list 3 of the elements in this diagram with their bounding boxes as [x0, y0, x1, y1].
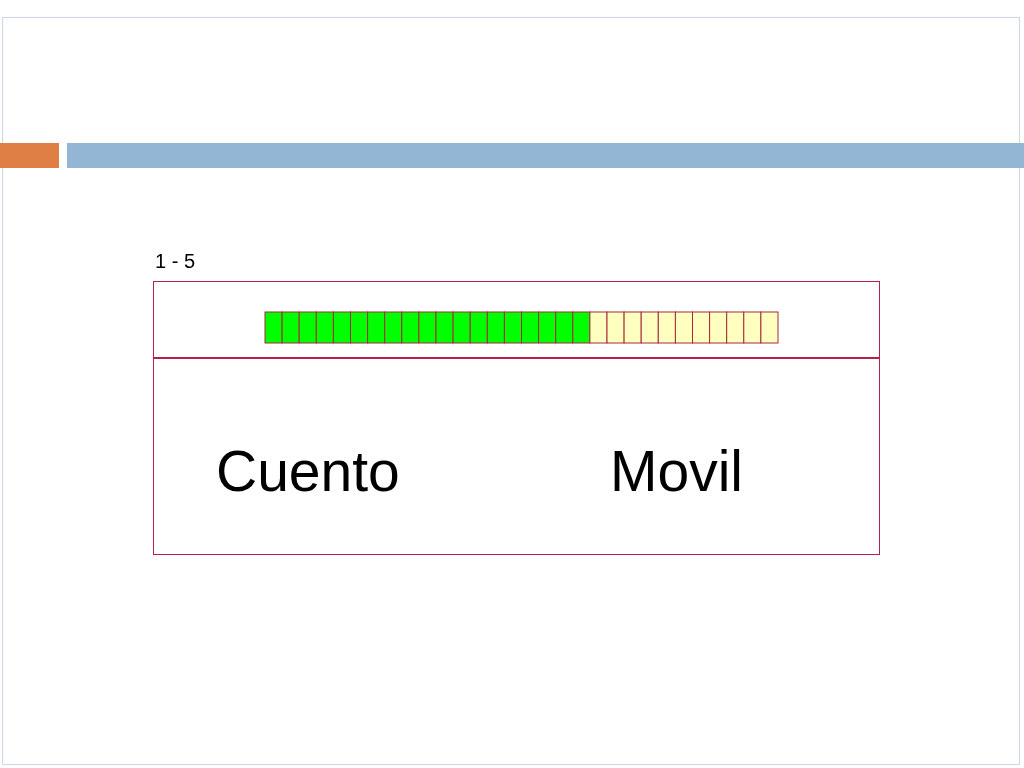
cell-text: Cuento [216, 443, 400, 500]
cell-text: Movil [610, 443, 743, 500]
range-label: 1 - 5 [155, 251, 196, 271]
